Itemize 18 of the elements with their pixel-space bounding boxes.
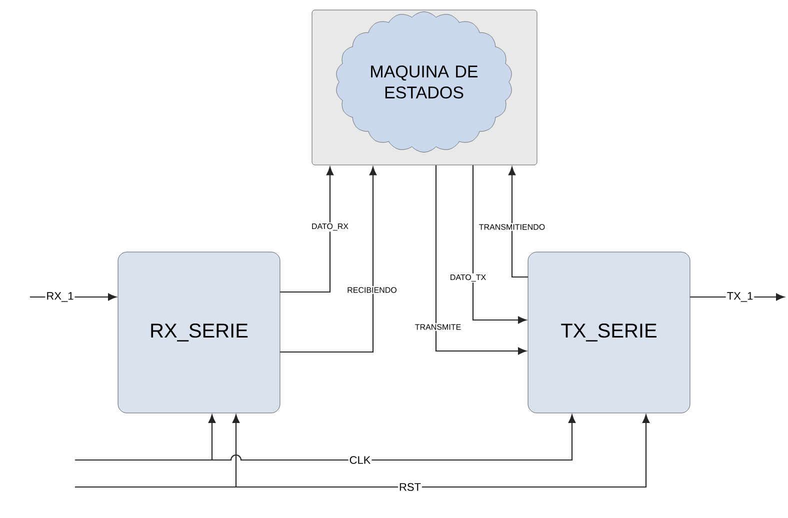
signal-label: RECIBIENDO: [346, 286, 398, 294]
signal-label: CLK: [348, 455, 372, 465]
signal-label: TRANSMITE: [414, 323, 462, 331]
signal-label: RX_1: [45, 291, 75, 303]
signal-arrow: [280, 166, 377, 353]
signal-label: TRANSMITIENDO: [478, 223, 546, 231]
signal-arrow: [508, 166, 528, 278]
signal-arrow: [280, 166, 334, 293]
signal-arrow: [472, 165, 526, 324]
signal-arrow: [435, 165, 526, 355]
signal-label: RST: [398, 482, 422, 492]
block-box: RX_SERIE: [118, 252, 280, 414]
signal-arrow: [75, 414, 576, 461]
block-box: TX_SERIE: [528, 252, 690, 414]
signal-arrow: [75, 414, 650, 488]
signal-label: TX_1: [726, 291, 754, 303]
signal-label: DATO_RX: [310, 222, 350, 232]
signal-label: DATO_TX: [448, 273, 488, 283]
